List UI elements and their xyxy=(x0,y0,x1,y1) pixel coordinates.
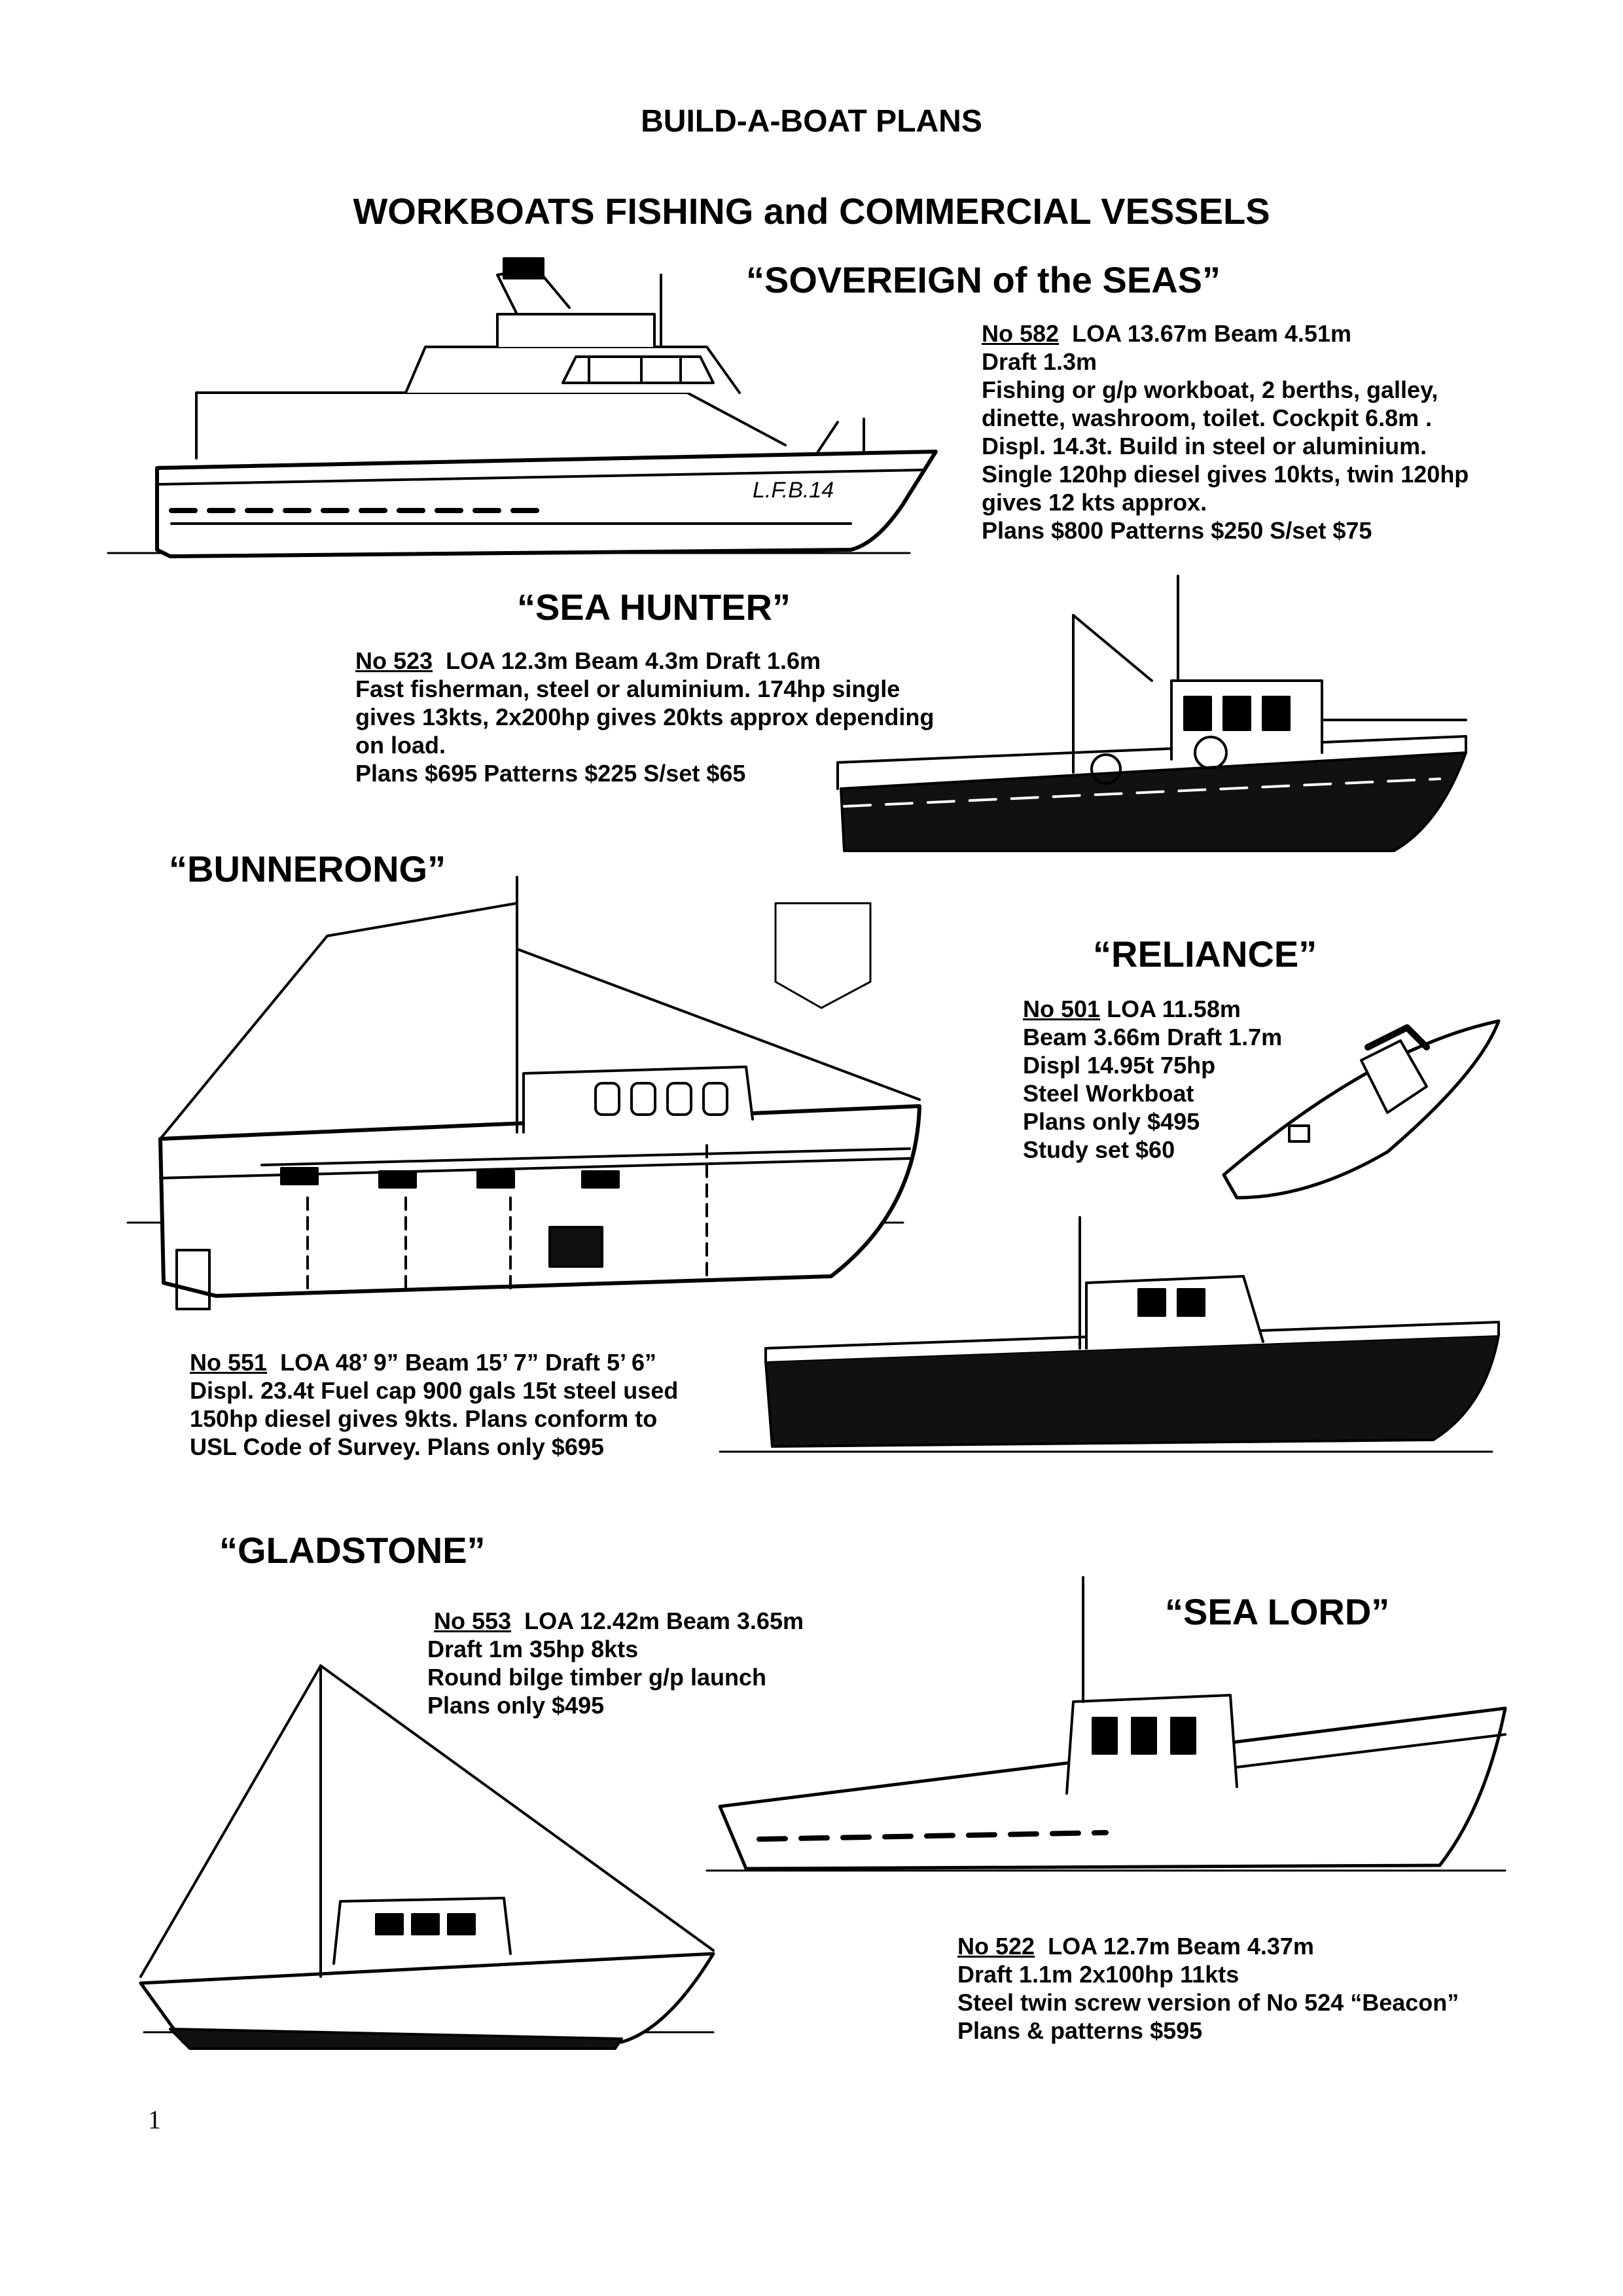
sea-hunter-boat-drawing xyxy=(836,575,1467,852)
boat-name-bunnerong: “BUNNERONG” xyxy=(169,848,446,889)
plan-number: No 522 xyxy=(957,1933,1035,1960)
page-number: 1 xyxy=(148,2105,161,2134)
spec-line: Steel Workboat xyxy=(1023,1080,1194,1107)
spec-block-sea-hunter: No 523 LOA 12.3m Beam 4.3m Draft 1.6m Fa… xyxy=(355,647,934,787)
spec-line: Fast fisherman, steel or aluminium. 174h… xyxy=(355,675,901,702)
boat-name-gladstone: “GLADSTONE” xyxy=(219,1530,486,1571)
boat-name-reliance: “RELIANCE” xyxy=(1093,933,1317,975)
spec-line: Steel twin screw version of No 524 “Beac… xyxy=(957,1989,1459,2016)
spec-block-bunnerong: No 551 LOA 48’ 9” Beam 15’ 7” Draft 5’ 6… xyxy=(190,1348,678,1461)
spec-line: Plans only $495 xyxy=(427,1692,605,1719)
reliance-boat-drawing xyxy=(1222,1019,1501,1200)
boat-name-sovereign: “SOVEREIGN of the SEAS” xyxy=(746,259,1221,300)
spec-line: Study set $60 xyxy=(1023,1136,1175,1163)
plan-number: No 523 xyxy=(355,647,433,674)
plan-number: No 553 xyxy=(434,1607,512,1634)
boat-name-sea-lord: “SEA LORD” xyxy=(1165,1591,1390,1632)
sea-lord-boat-drawing xyxy=(705,1576,1507,1872)
page-header: BUILD-A-BOAT PLANS xyxy=(641,104,982,139)
spec-block-reliance: No 501 LOA 11.58m Beam 3.66m Draft 1.7m … xyxy=(1023,995,1282,1164)
spec-line: Displ 14.95t 75hp xyxy=(1023,1052,1216,1079)
spec-line: Plans & patterns $595 xyxy=(957,2017,1203,2044)
spec-line: on load. xyxy=(355,732,446,759)
spec-block-sea-lord: No 522 LOA 12.7m Beam 4.37m Draft 1.1m 2… xyxy=(957,1932,1459,2045)
spec-line: gives 12 kts approx. xyxy=(982,489,1207,516)
spec-line: No 522 LOA 12.7m Beam 4.37m xyxy=(957,1933,1314,1960)
spec-line: Fishing or g/p workboat, 2 berths, galle… xyxy=(982,376,1438,403)
spec-block-gladstone: No 553 LOA 12.42m Beam 3.65m Draft 1m 35… xyxy=(427,1607,804,1719)
spec-line: No 523 LOA 12.3m Beam 4.3m Draft 1.6m xyxy=(355,647,821,674)
spec-line: No 501 LOA 11.58m xyxy=(1023,996,1241,1022)
spec-line: Beam 3.66m Draft 1.7m xyxy=(1023,1024,1283,1050)
plan-number: No 582 xyxy=(982,320,1060,347)
gladstone-boat-drawing xyxy=(139,1664,715,2050)
boat-name-sea-hunter: “SEA HUNTER” xyxy=(517,586,791,628)
spec-line: gives 13kts, 2x200hp gives 20kts approx … xyxy=(355,704,935,730)
spec-line: No 553 LOA 12.42m Beam 3.65m xyxy=(434,1607,804,1634)
spec-line: No 551 LOA 48’ 9” Beam 15’ 7” Draft 5’ 6… xyxy=(190,1349,657,1376)
hull-marking: L.F.B.14 xyxy=(753,478,834,503)
bunnerong-boat-drawing xyxy=(126,876,921,1310)
sovereign-boat-drawing xyxy=(107,257,938,558)
spec-line: Draft 1m 35hp 8kts xyxy=(427,1636,639,1662)
spec-line: Round bilge timber g/p launch xyxy=(427,1664,766,1691)
spec-line: Displ. 14.3t. Build in steel or aluminiu… xyxy=(982,433,1427,459)
spec-line: USL Code of Survey. Plans only $695 xyxy=(190,1433,604,1460)
page-subheader: WORKBOATS FISHING and COMMERCIAL VESSELS xyxy=(353,190,1270,232)
plan-number: No 551 xyxy=(190,1349,268,1376)
spec-line: Draft 1.1m 2x100hp 11kts xyxy=(957,1961,1240,1988)
spec-line: dinette, washroom, toilet. Cockpit 6.8m … xyxy=(982,404,1433,431)
bunnerong-hull-drawing xyxy=(719,1216,1500,1453)
spec-line: Draft 1.3m xyxy=(982,348,1097,375)
spec-line: No 582 LOA 13.67m Beam 4.51m xyxy=(982,320,1351,347)
spec-line: Plans $695 Patterns $225 S/set $65 xyxy=(355,760,746,787)
spec-line: Plans $800 Patterns $250 S/set $75 xyxy=(982,517,1372,544)
spec-line: 150hp diesel gives 9kts. Plans conform t… xyxy=(190,1405,658,1432)
spec-line: Single 120hp diesel gives 10kts, twin 12… xyxy=(982,461,1469,488)
spec-line: Displ. 23.4t Fuel cap 900 gals 15t steel… xyxy=(190,1377,679,1404)
spec-line: Plans only $495 xyxy=(1023,1108,1200,1135)
plan-number: No 501 xyxy=(1023,996,1101,1022)
spec-block-sovereign: No 582 LOA 13.67m Beam 4.51m Draft 1.3m … xyxy=(982,319,1469,545)
